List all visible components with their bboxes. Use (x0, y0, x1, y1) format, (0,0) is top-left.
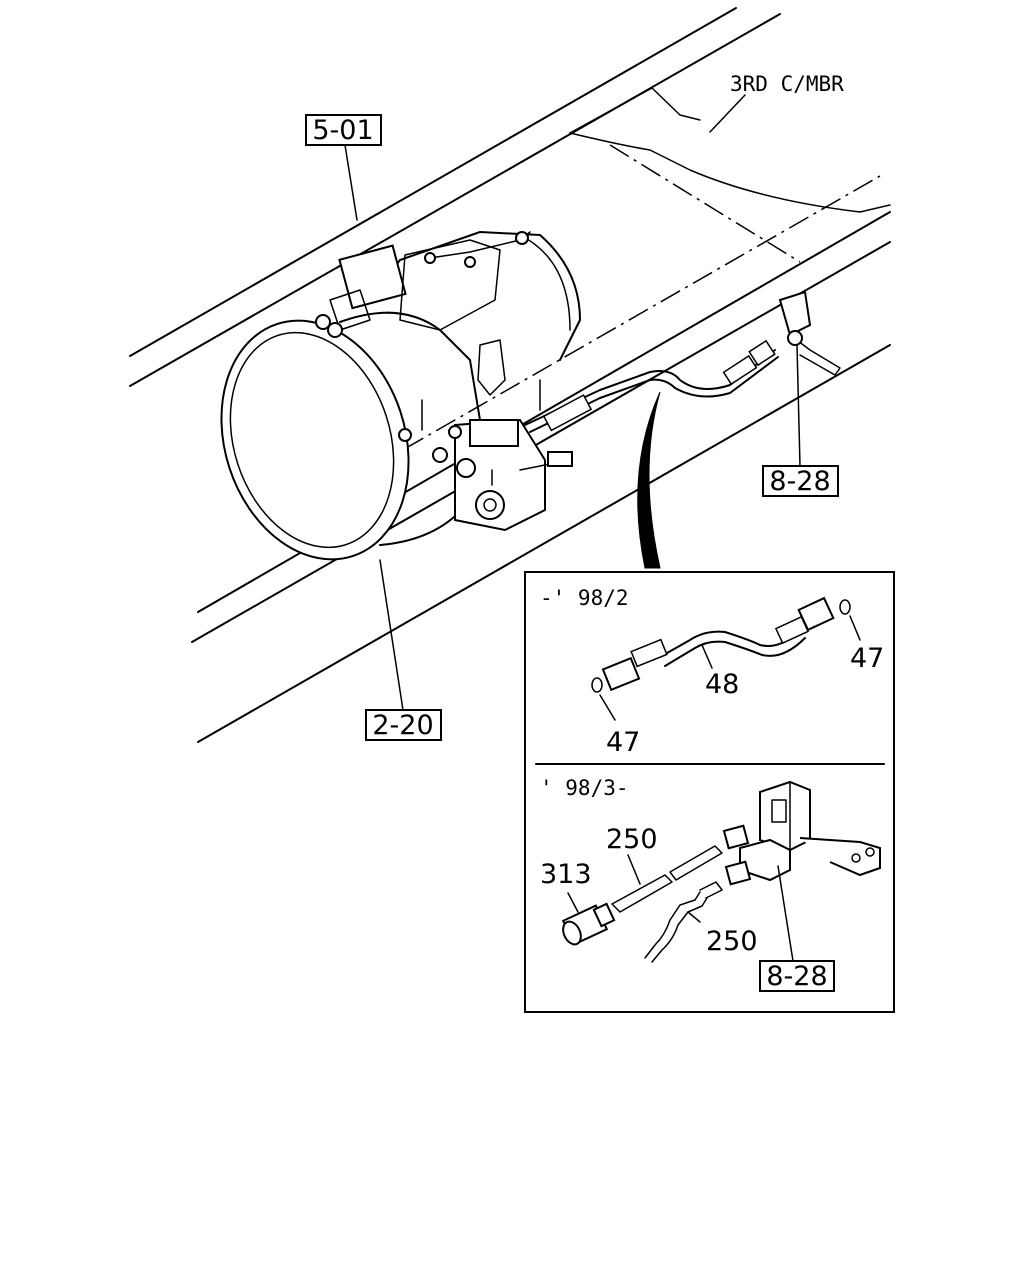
rail-valve-bracket (778, 290, 841, 376)
o-ring-47-left (591, 677, 603, 693)
part-250-upper-label: 250 (606, 824, 658, 855)
hose-48 (601, 596, 835, 692)
part-313-label: 313 (540, 859, 592, 890)
part-47-right-label: 47 (850, 643, 884, 674)
tube-250-lower (644, 881, 723, 963)
tube-250-upper (611, 845, 723, 913)
crossmember-note: 3RD C/MBR (730, 72, 844, 96)
part-47-left-label: 47 (606, 727, 640, 758)
callout-crossmember: 3RD C/MBR (709, 72, 844, 133)
third-crossmember (569, 87, 891, 263)
callout-8-28-top: 8-28 (762, 344, 839, 497)
inset-top-section-label: -' 98/2 (540, 586, 629, 610)
callout-8-28-top-label: 8-28 (769, 466, 830, 497)
fitting-313 (561, 902, 616, 946)
inset-panel: -' 98/2 ' 98/3- 47 48 47 (524, 571, 895, 1013)
part-250-lower-label: 250 (706, 926, 758, 957)
transmission (220, 231, 581, 561)
o-ring-47-right (839, 599, 851, 615)
part-48-label: 48 (705, 669, 739, 700)
inset-valve-assembly (722, 780, 881, 886)
callout-8-28-inset-label: 8-28 (766, 961, 827, 992)
callout-2-20-label: 2-20 (372, 710, 433, 741)
zoom-pointer (637, 391, 661, 569)
callout-5-01: 5-01 (305, 114, 382, 221)
callout-2-20: 2-20 (365, 559, 442, 741)
inset-bottom-section-label: ' 98/3- (540, 776, 629, 800)
vehicle-air-hose (524, 339, 779, 433)
callout-5-01-label: 5-01 (312, 115, 373, 146)
